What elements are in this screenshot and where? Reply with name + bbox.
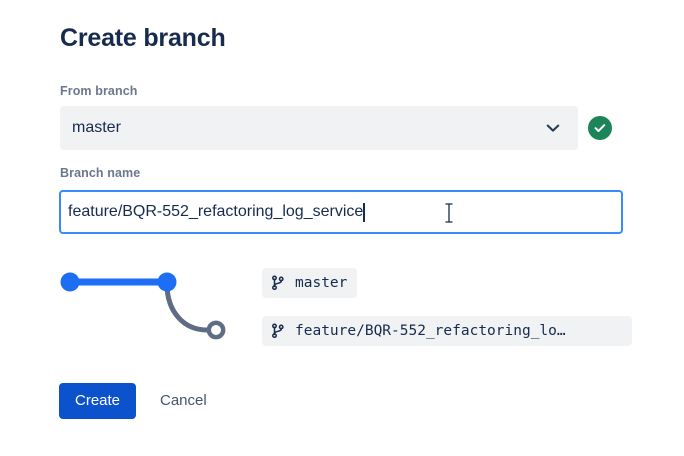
page-title: Create branch — [60, 24, 226, 52]
status-badge-valid — [588, 116, 612, 140]
from-branch-label: From branch — [60, 84, 138, 98]
branch-chip-label: feature/BQR-552_refactoring_lo… — [295, 323, 566, 339]
git-branch-icon — [270, 322, 286, 340]
branch-chip-feature: feature/BQR-552_refactoring_lo… — [262, 316, 632, 346]
branch-name-label: Branch name — [60, 166, 141, 180]
commit-node-1 — [60, 272, 80, 292]
branch-chip-label: master — [295, 275, 348, 291]
branch-graph — [52, 262, 242, 348]
from-branch-select[interactable]: master — [60, 106, 578, 150]
branch-name-value: feature/BQR-552_refactoring_log_service — [68, 203, 364, 220]
new-branch-node — [206, 320, 226, 340]
commit-node-2 — [157, 272, 177, 292]
text-caret — [363, 202, 365, 222]
create-button[interactable]: Create — [59, 383, 137, 419]
cancel-button[interactable]: Cancel — [152, 383, 215, 419]
text-ibeam-cursor — [443, 203, 455, 223]
graph-branch-curve — [164, 281, 210, 333]
branch-chip-master: master — [262, 268, 358, 298]
chevron-down-icon — [542, 117, 564, 139]
from-branch-value: master — [72, 119, 121, 136]
branch-name-input[interactable]: feature/BQR-552_refactoring_log_service — [59, 190, 623, 234]
git-branch-icon — [270, 274, 286, 292]
